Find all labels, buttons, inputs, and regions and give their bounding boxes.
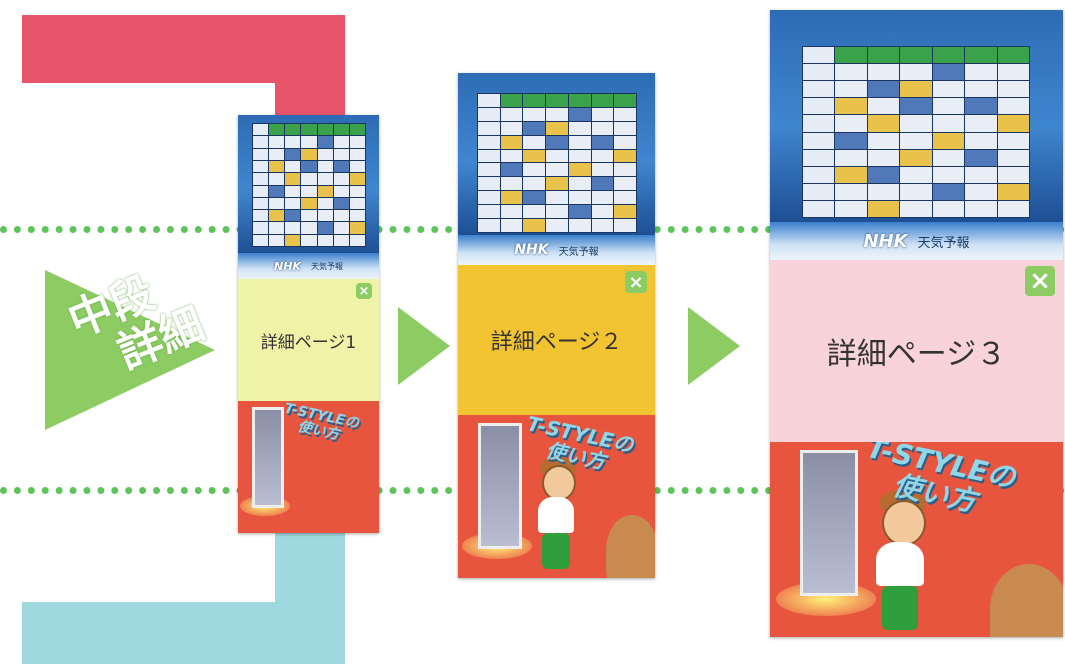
detail-page-3-panel: NHK 天気予報 詳細ページ３ × T-STYLEの 使い方 bbox=[770, 10, 1063, 637]
t-style-promo-image: T-STYLEの 使い方 bbox=[770, 442, 1063, 637]
detail-page-1-label: 詳細ページ1 bbox=[260, 332, 357, 353]
promo-title: T-STYLEの 使い方 bbox=[521, 415, 636, 478]
weather-label: 天気予報 bbox=[917, 235, 970, 251]
weather-forecast-image bbox=[770, 10, 1063, 222]
detail-page-2-area[interactable]: 詳細ページ２ bbox=[458, 265, 655, 415]
nhk-logo: NHK bbox=[514, 242, 549, 258]
weather-brand-bar: NHK 天気予報 bbox=[770, 222, 1063, 260]
detail-page-1-area[interactable]: 詳細ページ1 bbox=[238, 279, 379, 401]
weather-forecast-image bbox=[458, 73, 655, 235]
detail-page-1-panel: NHK 天気予報 詳細ページ1 × T-STYLEの 使い方 bbox=[238, 115, 379, 533]
weather-label: 天気予報 bbox=[558, 246, 599, 258]
nhk-logo: NHK bbox=[863, 230, 908, 252]
next-arrow-2 bbox=[688, 307, 740, 385]
close-icon[interactable]: × bbox=[625, 271, 647, 293]
detail-page-2-label: 詳細ページ２ bbox=[490, 330, 623, 355]
weather-forecast-image bbox=[238, 115, 379, 253]
t-style-promo-image: T-STYLEの 使い方 bbox=[458, 415, 655, 578]
close-icon[interactable]: × bbox=[1025, 266, 1055, 296]
promo-title: T-STYLEの 使い方 bbox=[280, 401, 360, 447]
detail-page-3-area[interactable]: 詳細ページ３ bbox=[770, 260, 1063, 442]
middle-detail-pointer bbox=[45, 270, 215, 430]
next-arrow-1 bbox=[398, 307, 450, 385]
detail-page-3-label: 詳細ページ３ bbox=[826, 337, 1007, 372]
weather-brand-bar: NHK 天気予報 bbox=[458, 235, 655, 265]
weather-brand-bar: NHK 天気予報 bbox=[238, 253, 379, 279]
detail-page-2-panel: NHK 天気予報 詳細ページ２ × T-STYLEの 使い方 bbox=[458, 73, 655, 578]
weather-label: 天気予報 bbox=[310, 261, 343, 271]
promo-title: T-STYLEの 使い方 bbox=[857, 442, 1019, 525]
t-style-promo-image: T-STYLEの 使い方 bbox=[238, 401, 379, 533]
nhk-logo: NHK bbox=[274, 259, 301, 273]
close-icon[interactable]: × bbox=[356, 283, 372, 299]
